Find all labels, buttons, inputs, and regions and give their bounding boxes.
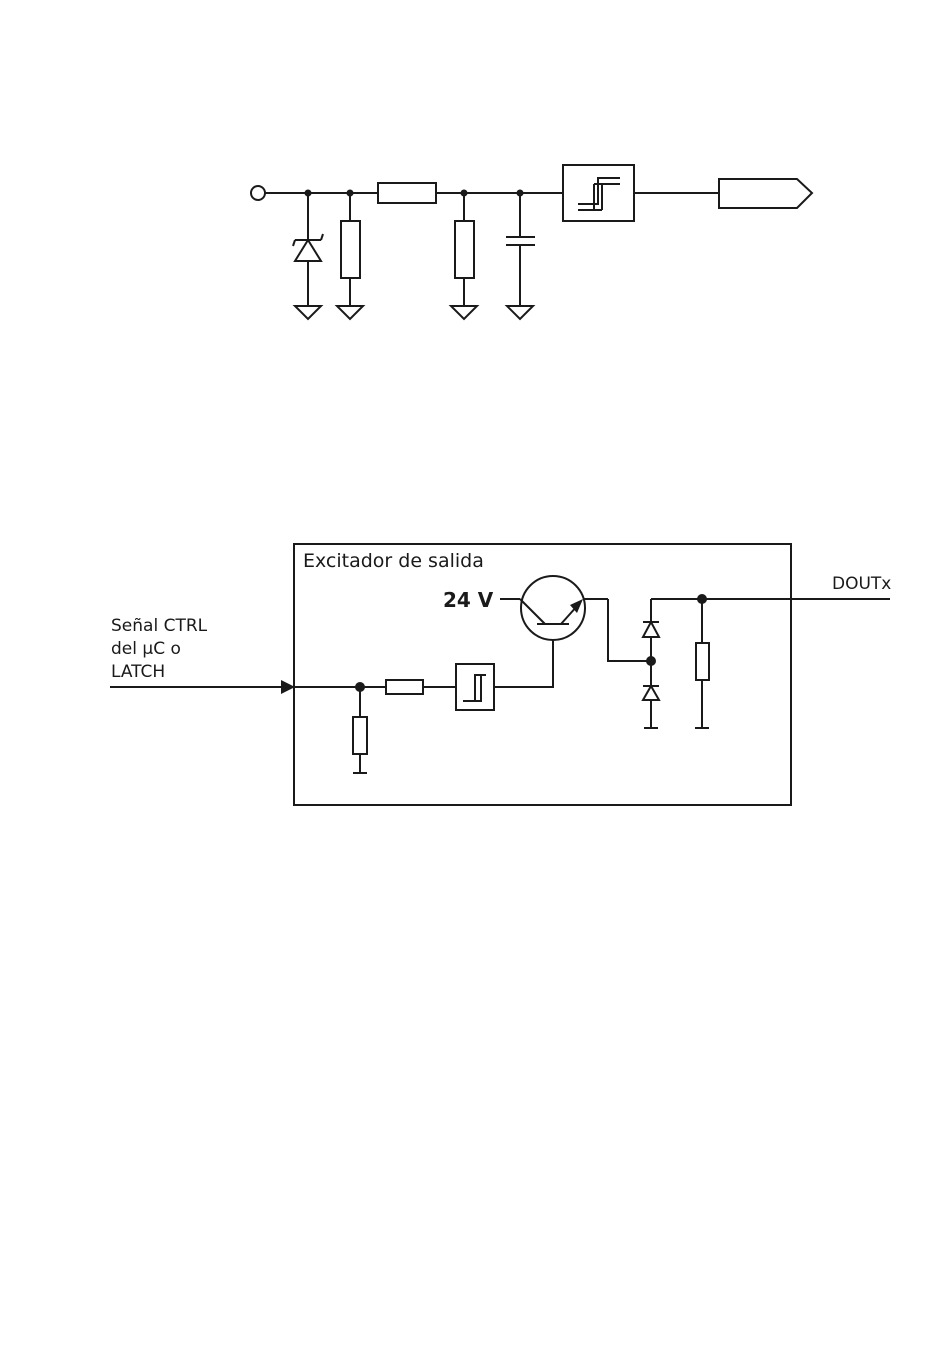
driver-wire xyxy=(608,599,651,661)
output-driver-circuit: Excitador de salida Señal CTRL del µC o … xyxy=(110,544,891,805)
ground-symbol xyxy=(451,306,477,319)
shunt-resistor xyxy=(337,193,363,319)
capacitor xyxy=(506,193,535,319)
series-resistor xyxy=(378,183,436,203)
schmitt-trigger-block xyxy=(563,165,634,221)
schmitt-trigger-block xyxy=(456,664,494,710)
input-label-line-1: Señal CTRL xyxy=(111,616,208,636)
protection-diode xyxy=(643,661,659,728)
input-arrowhead xyxy=(281,680,295,694)
series-resistor xyxy=(386,680,423,694)
protection-diode xyxy=(643,599,659,661)
supply-voltage-label: 24 V xyxy=(443,588,494,612)
signal-output-arrow xyxy=(719,179,812,208)
zener-diode xyxy=(293,193,323,319)
input-label-line-3: LATCH xyxy=(111,662,165,682)
output-label: DOUTx xyxy=(832,574,891,594)
box-title: Excitador de salida xyxy=(303,550,484,572)
ground-symbol xyxy=(295,306,321,319)
ground-symbol xyxy=(507,306,533,319)
input-label-line-2: del µC o xyxy=(111,639,181,659)
output-transistor xyxy=(500,576,608,640)
input-terminal xyxy=(251,186,265,200)
output-resistor xyxy=(695,599,709,728)
shunt-resistor xyxy=(451,193,477,319)
pulldown-resistor xyxy=(353,687,367,773)
input-circuit xyxy=(251,165,812,319)
ground-symbol xyxy=(337,306,363,319)
